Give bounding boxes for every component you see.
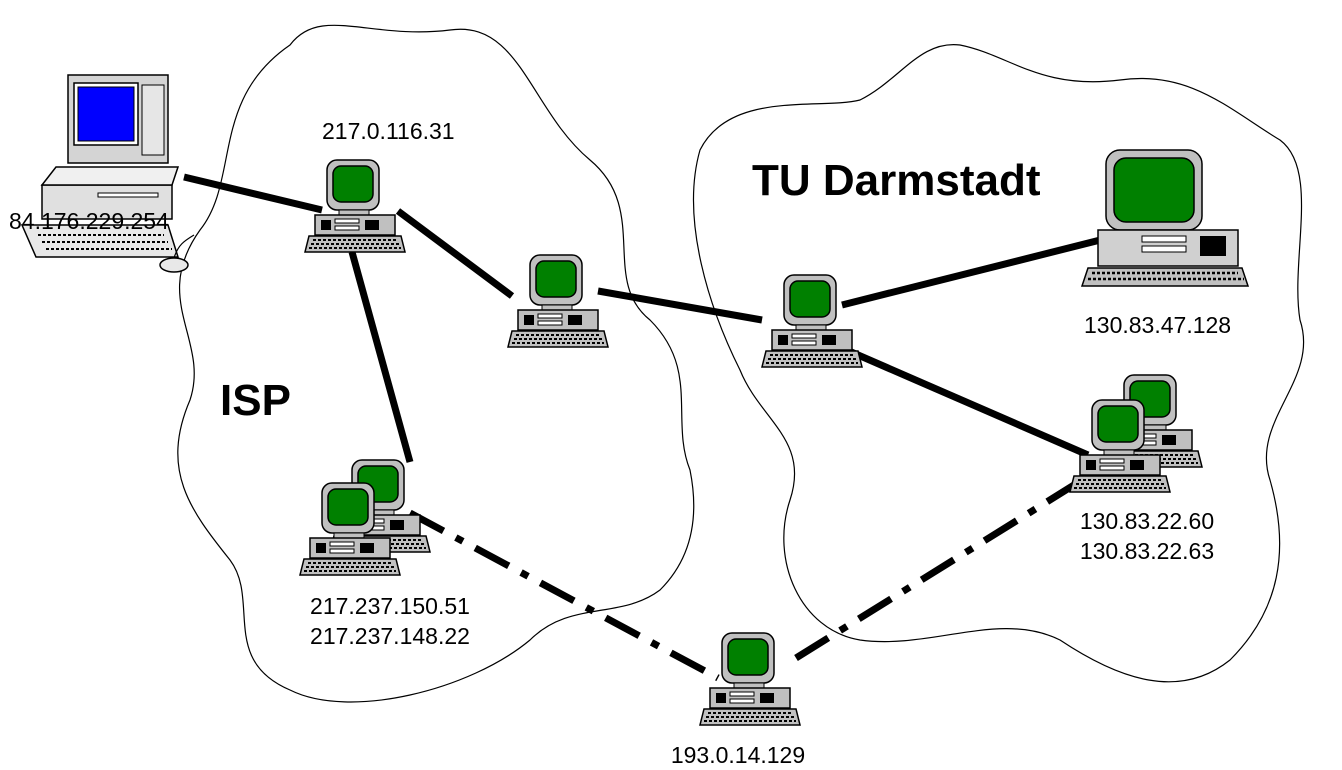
exchange-address: 193.0.14.129 (670, 742, 806, 768)
isp-servers-addresses: 217.237.150.51 217.237.148.22 (300, 591, 480, 651)
isp-router-icon (507, 254, 609, 348)
tud-servers-address-2: 130.83.22.63 (1079, 538, 1215, 564)
tud-cloud (692, 44, 1305, 683)
isp-cloud (177, 24, 695, 703)
link-isp-router-tud-router (597, 287, 763, 324)
link-tud-router-tud-server (841, 224, 1149, 309)
tud-server-icon (1080, 148, 1250, 288)
isp-servers-address-2: 217.237.148.22 (310, 623, 470, 649)
link-gateway-isp-router (395, 208, 515, 299)
link-client-isp-gateway (183, 173, 323, 214)
link-isp-servers-exchange (408, 509, 720, 682)
tud-region-label: TU Darmstadt (752, 156, 1041, 205)
link-exchange-tud-servers (794, 477, 1084, 661)
tud-servers-addresses: 130.83.22.60 130.83.22.63 (1072, 506, 1222, 566)
tud-servers-icon (1069, 374, 1203, 493)
link-gateway-isp-servers (348, 251, 414, 463)
isp-region-label: ISP (220, 376, 291, 425)
tud-router-icon (761, 274, 863, 368)
client-address: 84.176.229.254 (9, 208, 169, 234)
tud-servers-address-1: 130.83.22.60 (1079, 508, 1215, 534)
isp-servers-icon (299, 459, 431, 576)
exchange-icon (699, 632, 801, 726)
isp-servers-address-1: 217.237.150.51 (310, 593, 470, 619)
link-tud-router-tud-servers (840, 344, 1090, 459)
client-computer-icon (21, 74, 195, 273)
tud-server-address: 130.83.47.128 (1084, 312, 1232, 338)
isp-gateway-address: 217.0.116.31 (322, 118, 455, 144)
